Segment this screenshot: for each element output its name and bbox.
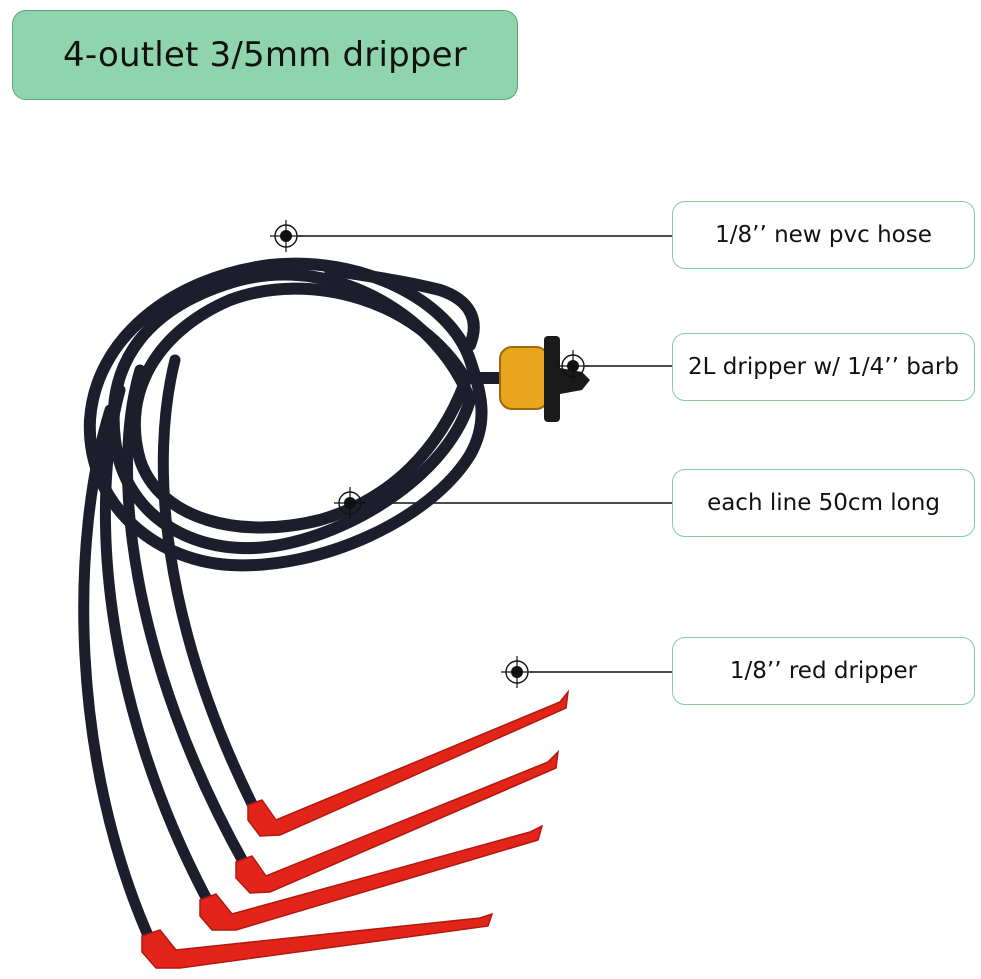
dripper-barb [560, 368, 590, 394]
label-red-dripper-text: 1/8’’ red dripper [729, 658, 918, 684]
crosshair-markers [270, 220, 589, 688]
label-line-length: each line 50cm long [672, 469, 975, 537]
red-stake-1 [247, 689, 570, 837]
red-stake-3 [199, 824, 544, 931]
title-banner: 4-outlet 3/5mm dripper [12, 10, 518, 100]
hose-line-2 [122, 364, 251, 871]
red-stake-4 [141, 912, 494, 969]
dripper-flange [544, 336, 560, 422]
hose-line-3 [99, 384, 216, 911]
label-pvc-hose-text: 1/8’’ new pvc hose [715, 222, 932, 248]
dripper-body [499, 346, 549, 410]
hose-lines [78, 354, 261, 946]
crosshair-target-icon [334, 487, 366, 519]
hose-loop-3 [128, 282, 472, 534]
crosshair-target-icon [557, 350, 589, 382]
crosshair-target-icon [270, 220, 302, 252]
label-red-dripper: 1/8’’ red dripper [672, 637, 975, 705]
dripper-2l [499, 336, 590, 422]
label-dripper-text: 2L dripper w/ 1/4’’ barb [688, 354, 959, 380]
hose-line-4 [78, 404, 156, 946]
hose-loop-1 [83, 257, 488, 572]
crosshair-target-icon [501, 656, 533, 688]
label-pvc-hose: 1/8’’ new pvc hose [672, 201, 975, 269]
red-stake-2 [235, 749, 560, 894]
label-line-length-text: each line 50cm long [707, 490, 940, 516]
red-stakes [141, 689, 570, 969]
leader-lines [298, 235, 672, 673]
hose-line-1 [157, 354, 261, 816]
hose-coils [83, 257, 488, 572]
hose-loop-4 [324, 264, 480, 351]
title-text: 4-outlet 3/5mm dripper [63, 35, 467, 75]
label-dripper: 2L dripper w/ 1/4’’ barb [672, 333, 975, 401]
